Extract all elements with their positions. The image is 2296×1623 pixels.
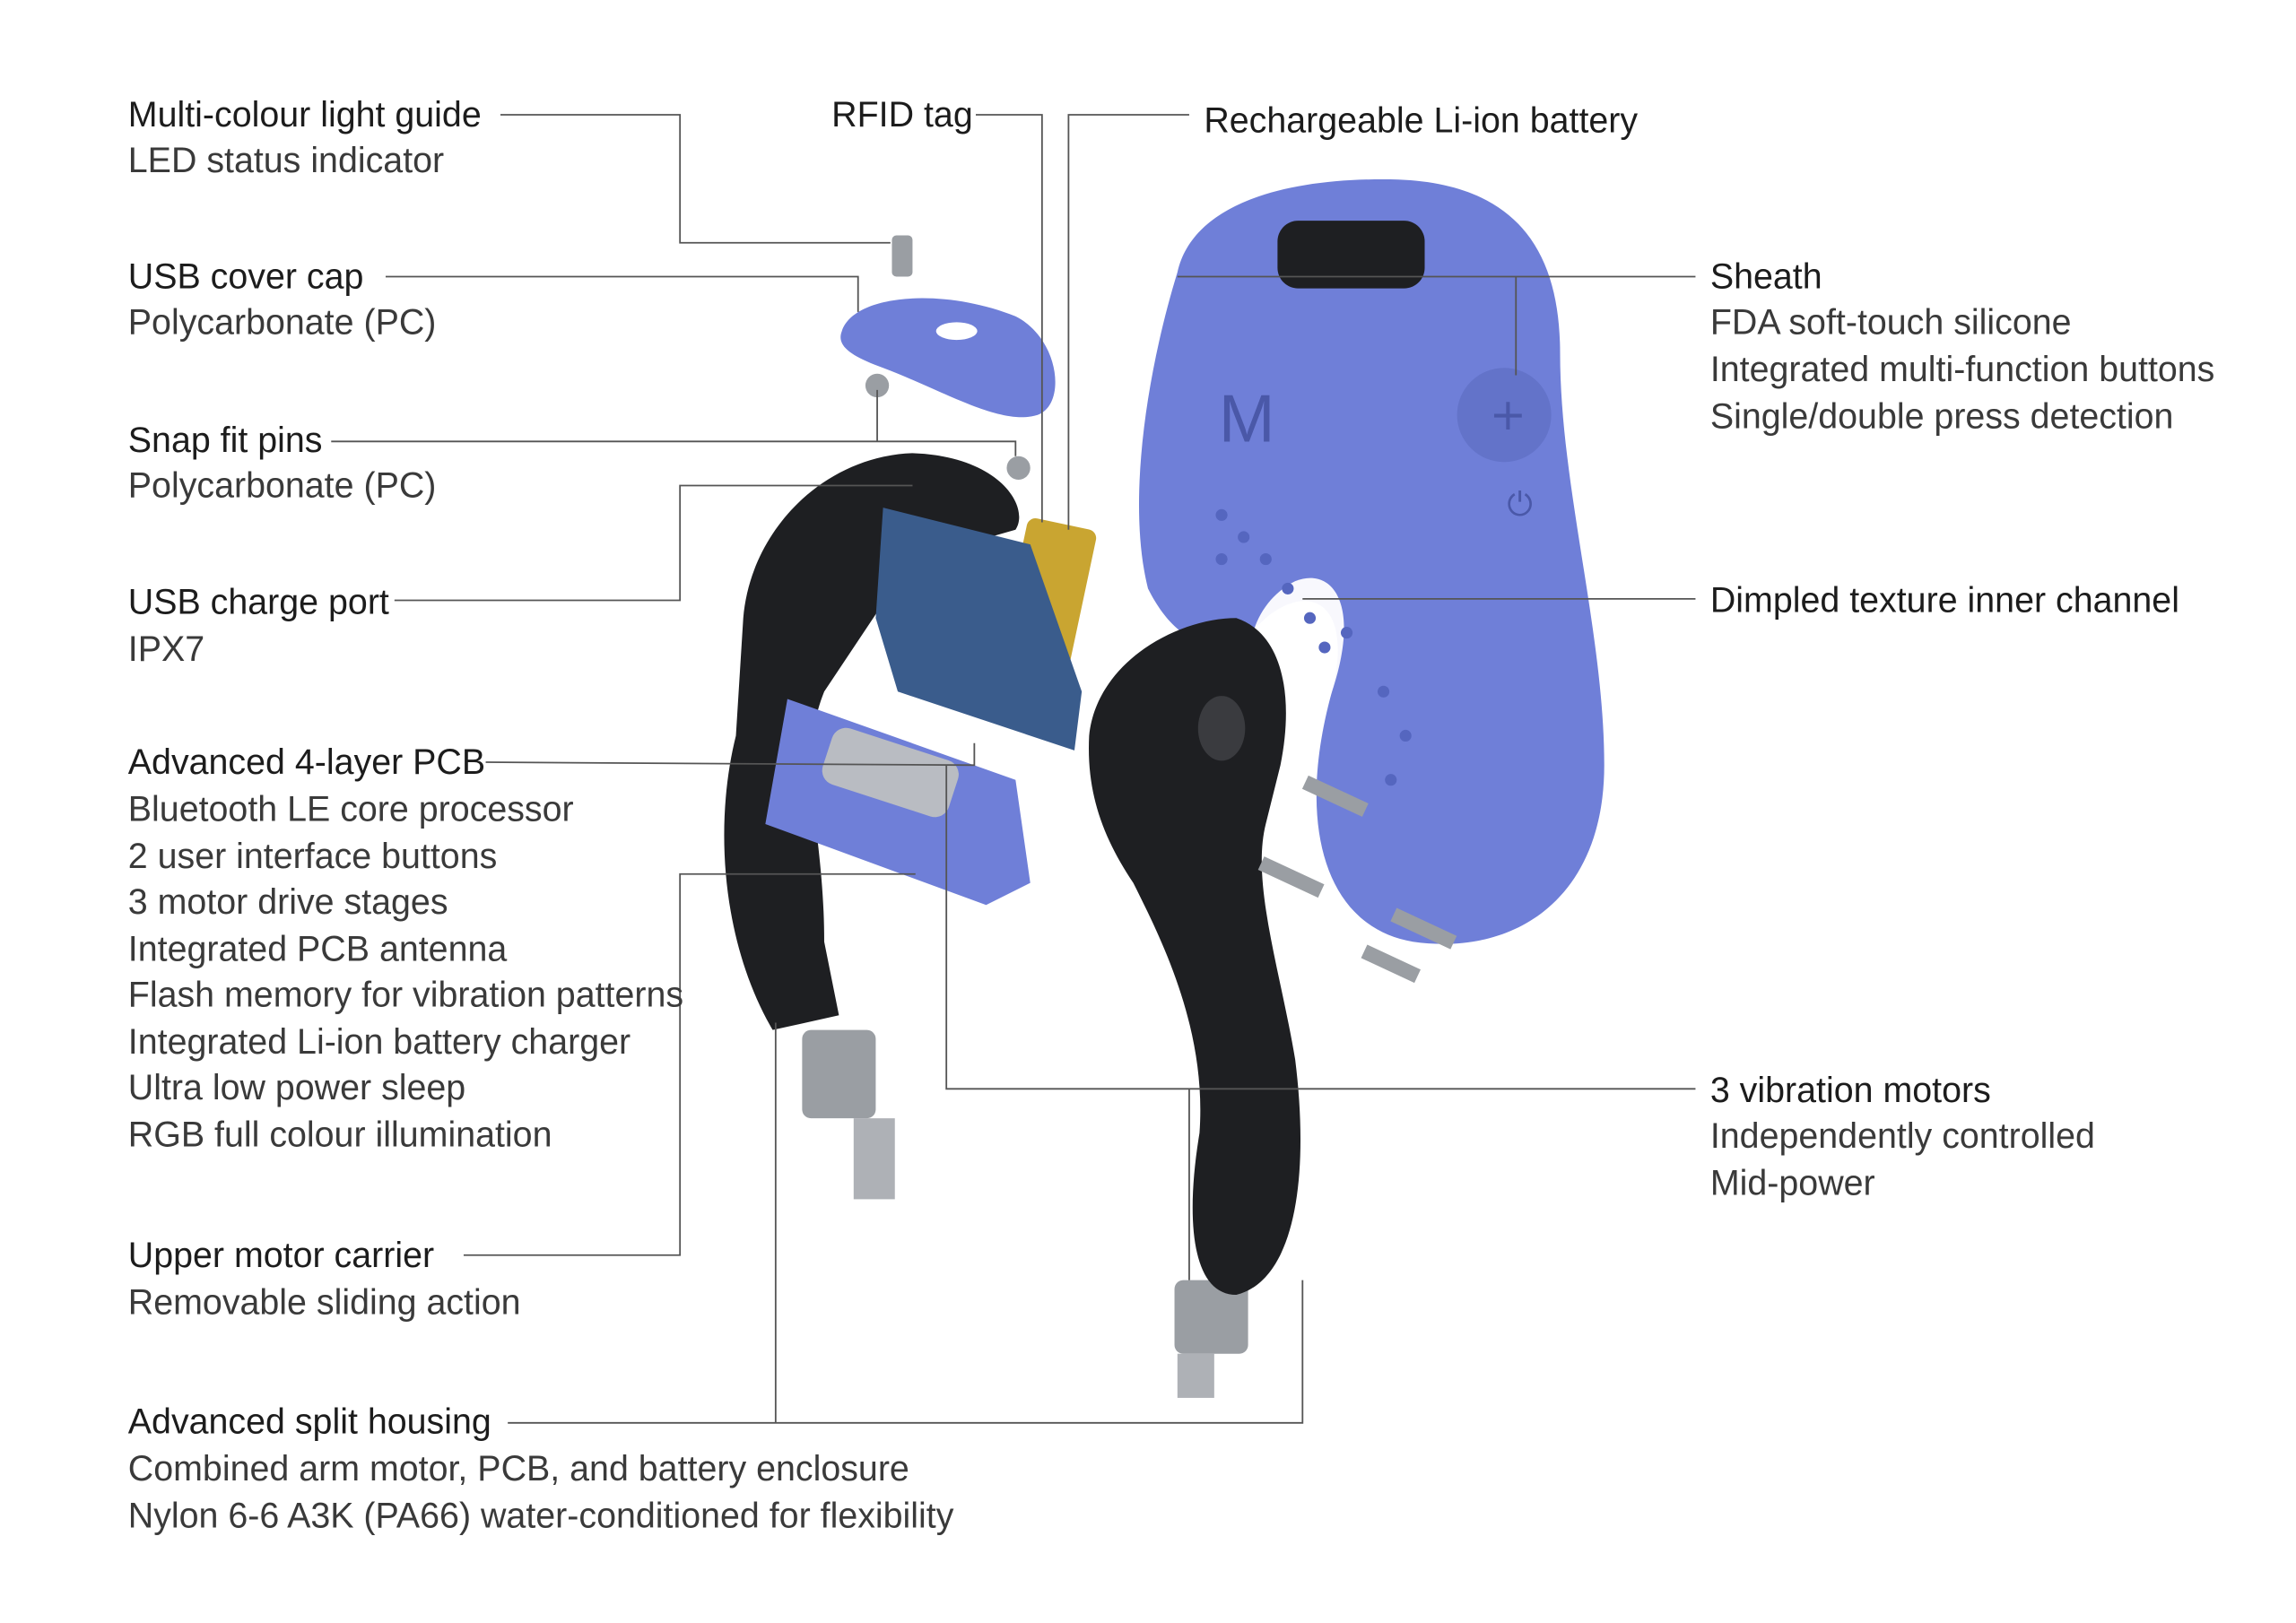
pcb: [875, 508, 1083, 751]
callout-title: Advanced split housing: [128, 1402, 491, 1441]
callout-detail: Single/double press detection: [1710, 397, 2174, 437]
vibration-motor: [1174, 1280, 1248, 1354]
callout-vibration-motors: 3 vibration motors Independently control…: [1710, 1071, 2095, 1202]
snap-pin: [1006, 456, 1031, 480]
callout-detail: FDA soft-touch silicone: [1710, 303, 2072, 343]
callout-usb-cover-cap: USB cover cap Polycarbonate (PC): [128, 257, 437, 343]
callout-detail: Mid-power: [1710, 1163, 1875, 1202]
callout-title: USB charge port: [128, 582, 389, 621]
callout-title: Snap fit pins: [128, 421, 323, 460]
left-housing: [724, 453, 1020, 1030]
callout-dimpled-texture: Dimpled texture inner channel: [1710, 581, 2179, 621]
callout-detail: Flash memory for vibration patterns: [128, 975, 683, 1014]
callout-detail: Integrated PCB antenna: [128, 930, 508, 969]
callout-detail: Integrated multi-function buttons: [1710, 350, 2215, 389]
callout-title: Rechargeable Li-ion battery: [1204, 101, 1638, 141]
callout-title: Advanced 4-layer PCB: [128, 742, 485, 782]
leader-lines: [331, 114, 1696, 1424]
callout-light-guide: Multi-colour light guide LED status indi…: [128, 95, 482, 180]
callout-rfid-tag: RFID tag: [831, 95, 973, 135]
sheath: [1139, 178, 1605, 944]
callout-detail: Integrated Li-ion battery charger: [128, 1022, 631, 1062]
callout-snap-fit-pins: Snap fit pins Polycarbonate (PC): [128, 421, 437, 506]
callout-title: Upper motor carrier: [128, 1236, 434, 1275]
callout-detail: IPX7: [128, 629, 204, 669]
callout-split-housing: Advanced split housing Combined arm moto…: [128, 1402, 954, 1535]
product-illustration: + ⏻ M: [724, 178, 1605, 1398]
vibration-motor: [802, 1029, 876, 1119]
callout-detail: 3 motor drive stages: [128, 882, 448, 922]
callout-upper-motor-carrier: Upper motor carrier Removable sliding ac…: [128, 1236, 521, 1323]
callout-title: Dimpled texture inner channel: [1710, 581, 2179, 621]
plus-button-icon: +: [1490, 388, 1526, 440]
callout-detail: RGB full colour illumination: [128, 1115, 552, 1154]
callout-title: RFID tag: [831, 95, 973, 135]
callout-detail: Ultra low power sleep: [128, 1068, 465, 1107]
callout-title: Multi-colour light guide: [128, 95, 482, 135]
callout-title: 3 vibration motors: [1710, 1071, 1991, 1110]
callout-title: Sheath: [1710, 257, 1822, 297]
callout-battery: Rechargeable Li-ion battery: [1204, 101, 1638, 141]
brand-logo: M: [1219, 380, 1275, 456]
dimples: [1215, 508, 1412, 786]
callout-detail: Bluetooth LE core processor: [128, 790, 574, 829]
callout-detail: Combined arm motor, PCB, and battery enc…: [128, 1449, 909, 1488]
right-housing: [1089, 618, 1301, 1296]
callout-pcb: Advanced 4-layer PCB Bluetooth LE core p…: [128, 742, 683, 1154]
light-guide: [891, 235, 913, 277]
callout-detail: 2 user interface buttons: [128, 837, 498, 876]
callout-detail: LED status indicator: [128, 141, 444, 180]
callout-detail: Polycarbonate (PC): [128, 303, 437, 343]
screws: [1257, 775, 1457, 984]
callout-title: USB cover cap: [128, 257, 364, 297]
callout-detail: Removable sliding action: [128, 1282, 521, 1322]
callout-sheath: Sheath FDA soft-touch silicone Integrate…: [1710, 257, 2215, 437]
callout-usb-charge-port: USB charge port IPX7: [128, 582, 389, 669]
snap-pin: [865, 373, 890, 398]
power-button-icon: ⏻: [1507, 484, 1533, 523]
callout-detail: Independently controlled: [1710, 1116, 2095, 1156]
callout-detail: Nylon 6-6 A3K (PA66) water-conditioned f…: [128, 1496, 954, 1535]
usb-cover-cap: [840, 298, 1056, 418]
callout-detail: Polycarbonate (PC): [128, 466, 437, 506]
